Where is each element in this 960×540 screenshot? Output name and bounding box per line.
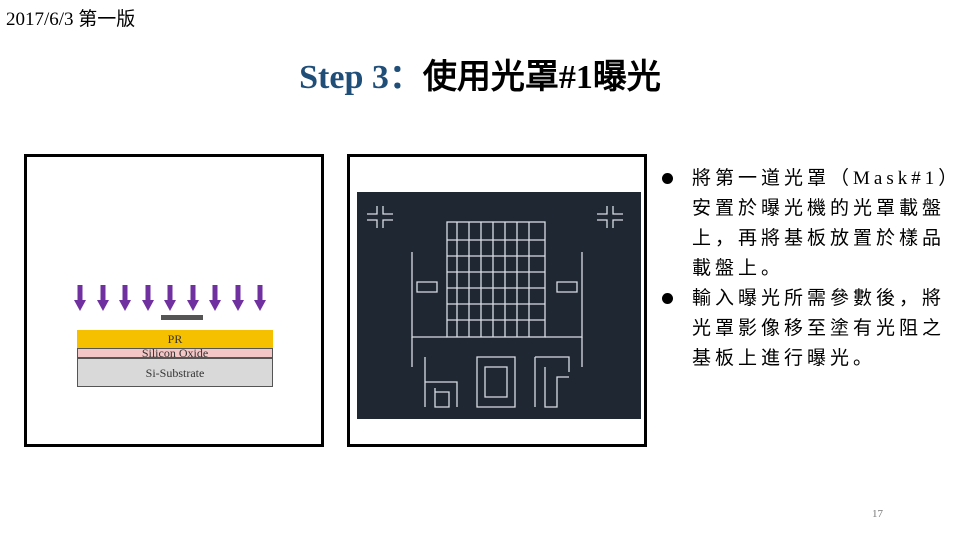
page-number: 17: [872, 508, 883, 520]
down-arrow-icon: [254, 285, 266, 311]
mask-bar: [161, 315, 203, 320]
photoresist-layer: PR: [77, 330, 273, 348]
down-arrow-icon: [119, 285, 131, 311]
mask-image-panel: [347, 154, 647, 447]
down-arrow-icon: [141, 285, 154, 311]
down-arrow-icon: [186, 285, 199, 311]
alignment-mark-left: [367, 206, 393, 228]
bullet-list: 將第一道光罩（Mask#1）安置於曝光機的光罩載盤上，再將基板放置於樣品載盤上。…: [660, 164, 960, 374]
bullet-item: 輸入曝光所需參數後，將光罩影像移至塗有光阻之基板上進行曝光。: [660, 284, 960, 374]
exposure-diagram-panel: PR Silicon Oxide Si-Substrate: [24, 154, 324, 447]
alignment-mark-right: [597, 206, 623, 228]
bullet-text: 將第一道光罩（Mask#1）安置於曝光機的光罩載盤上，再將基板放置於樣品載盤上。: [692, 168, 952, 279]
mask-layout-image: [357, 192, 641, 419]
bullet-dot-icon: [662, 293, 673, 304]
down-arrow-icon: [231, 285, 244, 311]
bullet-item: 將第一道光罩（Mask#1）安置於曝光機的光罩載盤上，再將基板放置於樣品載盤上。: [660, 164, 960, 284]
si-substrate-layer: Si-Substrate: [77, 358, 273, 387]
title-step: Step 3：: [299, 59, 423, 96]
mask-layout-drawing: [367, 206, 623, 408]
slide-date: 2017/6/3 第一版: [6, 9, 136, 30]
down-arrow-icon: [164, 285, 176, 311]
silicon-oxide-layer: Silicon Oxide: [77, 347, 273, 359]
bullet-text: 輸入曝光所需參數後，將光罩影像移至塗有光阻之基板上進行曝光。: [692, 288, 946, 369]
down-arrow-icon: [209, 285, 221, 311]
title-text: 使用光罩#1曝光: [422, 59, 661, 96]
down-arrow-icon: [74, 285, 86, 311]
down-arrow-icon: [96, 285, 109, 311]
slide-title: Step 3：使用光罩#1曝光: [0, 54, 960, 102]
bullet-dot-icon: [662, 173, 673, 184]
